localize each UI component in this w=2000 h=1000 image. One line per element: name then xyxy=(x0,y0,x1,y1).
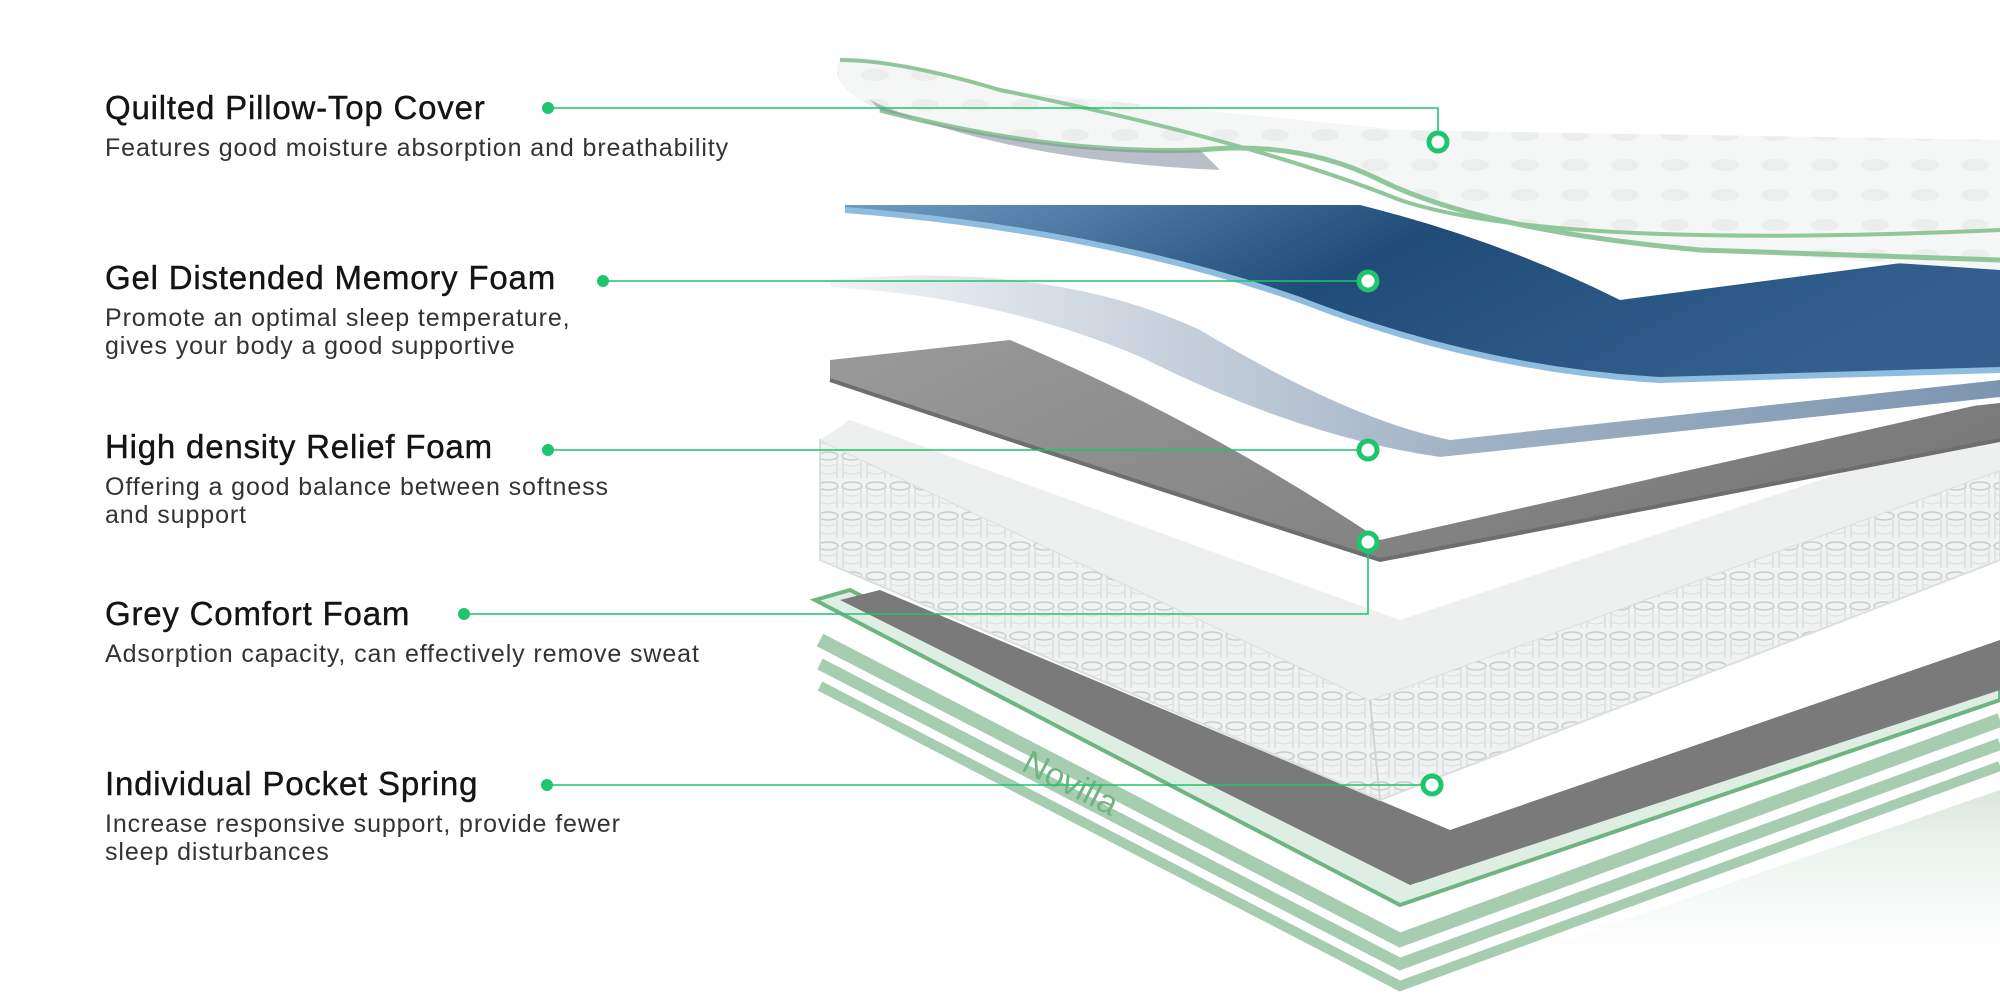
layer-label-pillow-top: Quilted Pillow-Top Cover Features good m… xyxy=(105,88,785,162)
marker-gel-foam xyxy=(1356,269,1380,293)
marker-pocket-spring xyxy=(1420,773,1444,797)
layer-title: High density Relief Foam xyxy=(105,428,493,465)
pillow-top-cover-layer xyxy=(836,58,2000,270)
callout-dot-grey-foam xyxy=(458,608,470,620)
floor-shadow xyxy=(1400,790,2000,1000)
layer-title: Grey Comfort Foam xyxy=(105,595,411,632)
layer-description: Offering a good balance between softness… xyxy=(105,473,609,529)
grey-comfort-foam-layer xyxy=(829,340,2000,563)
layer-label-relief-foam: High density Relief Foam Offering a good… xyxy=(105,427,785,529)
marker-pillow-top xyxy=(1426,130,1450,154)
callout-dot-gel-foam xyxy=(597,275,609,287)
layer-description: Features good moisture absorption and br… xyxy=(105,134,730,162)
base-inner-tray xyxy=(840,590,2000,885)
layer-description: Promote an optimal sleep temperature, gi… xyxy=(105,304,571,360)
layer-label-grey-comfort-foam: Grey Comfort Foam Adsorption capacity, c… xyxy=(105,594,785,668)
layer-title: Quilted Pillow-Top Cover xyxy=(105,89,486,126)
base-top xyxy=(809,587,2000,908)
callout-end-markers xyxy=(1356,130,1450,797)
callout-dot-relief-foam xyxy=(542,444,554,456)
gel-memory-foam-layer xyxy=(844,205,2000,384)
marker-relief-foam xyxy=(1356,438,1380,462)
callout-start-dots xyxy=(458,102,609,791)
layer-description: Adsorption capacity, can effectively rem… xyxy=(105,640,700,668)
mattress-base: Novilla xyxy=(809,587,2000,1000)
layer-label-pocket-spring: Individual Pocket Spring Increase respon… xyxy=(105,764,785,866)
layer-description: Increase responsive support, provide few… xyxy=(105,810,621,866)
layer-title: Individual Pocket Spring xyxy=(105,765,479,802)
pocket-spring-layer xyxy=(819,420,2000,802)
marker-grey-foam xyxy=(1356,530,1380,554)
callout-dot-pocket-spring xyxy=(541,779,553,791)
layer-label-gel-memory-foam: Gel Distended Memory Foam Promote an opt… xyxy=(105,258,785,360)
layer-title: Gel Distended Memory Foam xyxy=(105,259,556,296)
callout-line-grey-foam xyxy=(464,542,1369,615)
callout-dot-pillow-top xyxy=(542,102,554,114)
